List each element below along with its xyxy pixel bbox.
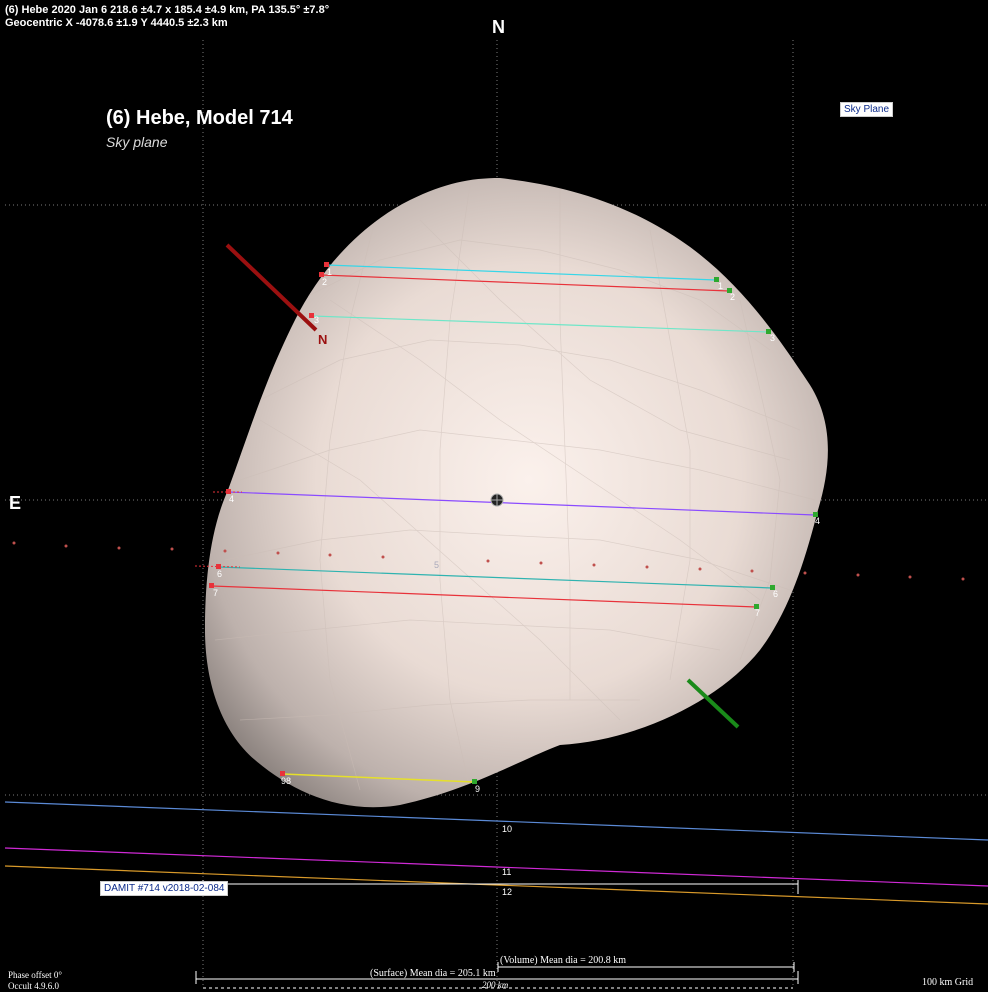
phase-offset-label: Phase offset 0° [8,970,62,980]
grid-size-label: 100 km Grid [922,977,974,988]
north-pole-axis [225,243,318,332]
event-summary-line: (6) Hebe 2020 Jan 6 218.6 ±4.7 x 185.4 ±… [5,4,330,16]
label-5: 5 [434,560,439,570]
compass-east: E [9,493,22,513]
chord-2-label-east: 2 [730,292,735,302]
chord-7-label-east: 7 [755,608,760,618]
occultation-path-dots [12,541,965,581]
geocentric-coordinates-line: Geocentric X -4078.6 ±1.9 Y 4440.5 ±2.3 … [5,17,228,29]
chord-7-label-west: 7 [213,588,218,598]
damit-model-badge[interactable]: DAMIT #714 v2018-02-084 [100,881,229,896]
chord-9-label: 9 [475,784,480,794]
chord-2-label-west: 2 [322,277,327,287]
surface-mean-diameter: (Surface) Mean dia = 205.1 km [370,968,496,979]
chord-1-label-west: 1 [327,267,332,277]
chord-6[interactable] [194,564,775,590]
south-pole-axis [686,678,740,729]
chord-11-label: 11 [502,867,511,877]
chord-6-label-west: 6 [217,569,222,579]
sky-plane-badge[interactable]: Sky Plane [840,102,894,117]
chord-6-label-east: 6 [773,589,778,599]
center-marker [490,493,504,507]
chord-2[interactable] [319,272,732,293]
chord-10-label: 10 [502,824,512,834]
chord-9[interactable] [280,771,477,784]
plot-subtitle: Sky plane [106,134,168,150]
chord-12[interactable] [4,865,988,905]
chord-1[interactable] [324,262,719,282]
chord-10[interactable] [4,801,988,841]
compass-north: N [492,17,505,37]
plot-title: (6) Hebe, Model 714 [106,107,293,129]
chord-3-label-east: 3 [770,333,775,343]
scale-bars [195,880,799,989]
scale-length-label: 200 km [482,980,509,990]
chord-4[interactable] [213,489,818,517]
chord-4-label-west: 4 [229,494,234,504]
chord-1-label-east: 1 [718,281,723,291]
chord-4-label-east: 4 [815,516,820,526]
occult-version-label: Occult 4.9.6.0 [8,981,59,991]
chord-11[interactable] [4,847,988,887]
chord-3-label-west: 3 [314,315,319,325]
label-98: 98 [281,776,291,786]
chord-7[interactable] [209,583,759,609]
chord-3[interactable] [309,313,771,334]
volume-mean-diameter: (Volume) Mean dia = 200.8 km [500,955,626,966]
pole-north-label: N [318,332,327,347]
asteroid-shape-model [205,178,828,808]
chord-12-label: 12 [502,887,512,897]
